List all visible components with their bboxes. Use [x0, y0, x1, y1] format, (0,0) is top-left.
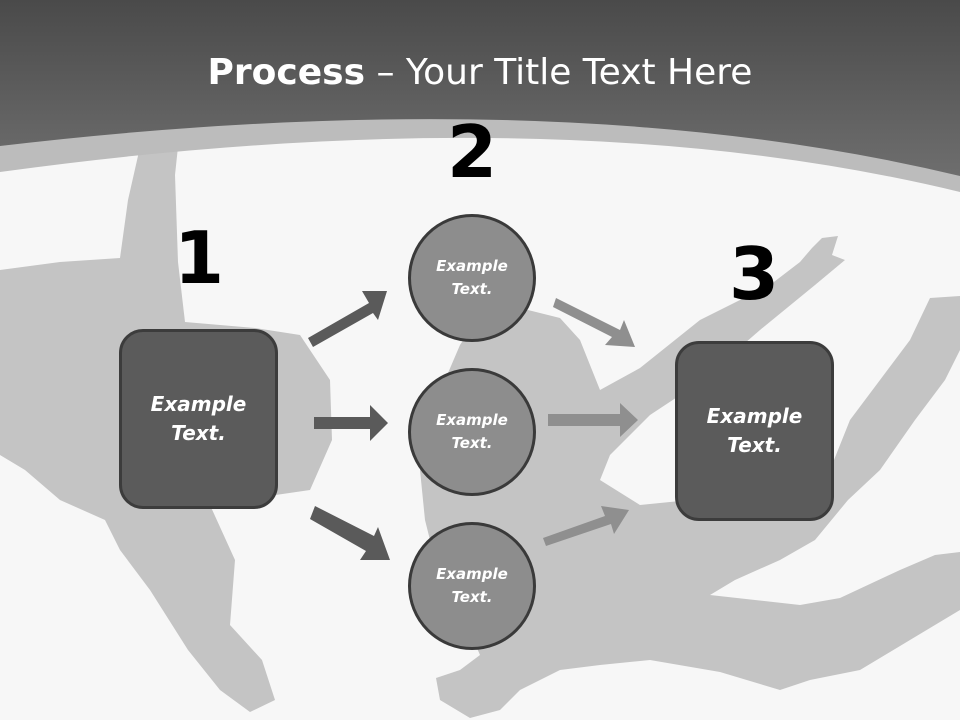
step-3-box: Example Text. — [675, 341, 834, 521]
step-2-circle-middle: Example Text. — [408, 368, 536, 496]
slide-title: Process – Your Title Text Here — [0, 52, 960, 93]
title-rest: – Your Title Text Here — [365, 52, 753, 93]
circle-top-text: Example Text. — [436, 257, 508, 298]
arrow-left-to-bottom-circle — [310, 506, 390, 560]
header-band — [0, 0, 960, 176]
circle-bottom-text: Example Text. — [436, 565, 508, 606]
step-3-box-text: Example Text. — [706, 404, 803, 457]
arrow-left-to-middle-circle — [314, 405, 388, 441]
arrow-middle-circle-to-box — [548, 403, 638, 437]
title-bold: Process — [207, 52, 366, 93]
step-number-1: 1 — [173, 216, 225, 300]
arrow-bottom-circle-to-box — [543, 506, 629, 546]
step-2-circle-bottom: Example Text. — [408, 522, 536, 650]
arrow-left-to-top-circle — [308, 291, 387, 347]
step-1-box: Example Text. — [119, 329, 278, 509]
step-number-2: 2 — [446, 110, 498, 194]
step-2-circle-top: Example Text. — [408, 214, 536, 342]
right-dancer-silhouette — [420, 236, 960, 718]
arrow-top-circle-to-box — [553, 298, 635, 347]
circle-middle-text: Example Text. — [436, 411, 508, 452]
step-number-3: 3 — [728, 232, 780, 316]
step-1-box-text: Example Text. — [150, 392, 247, 445]
